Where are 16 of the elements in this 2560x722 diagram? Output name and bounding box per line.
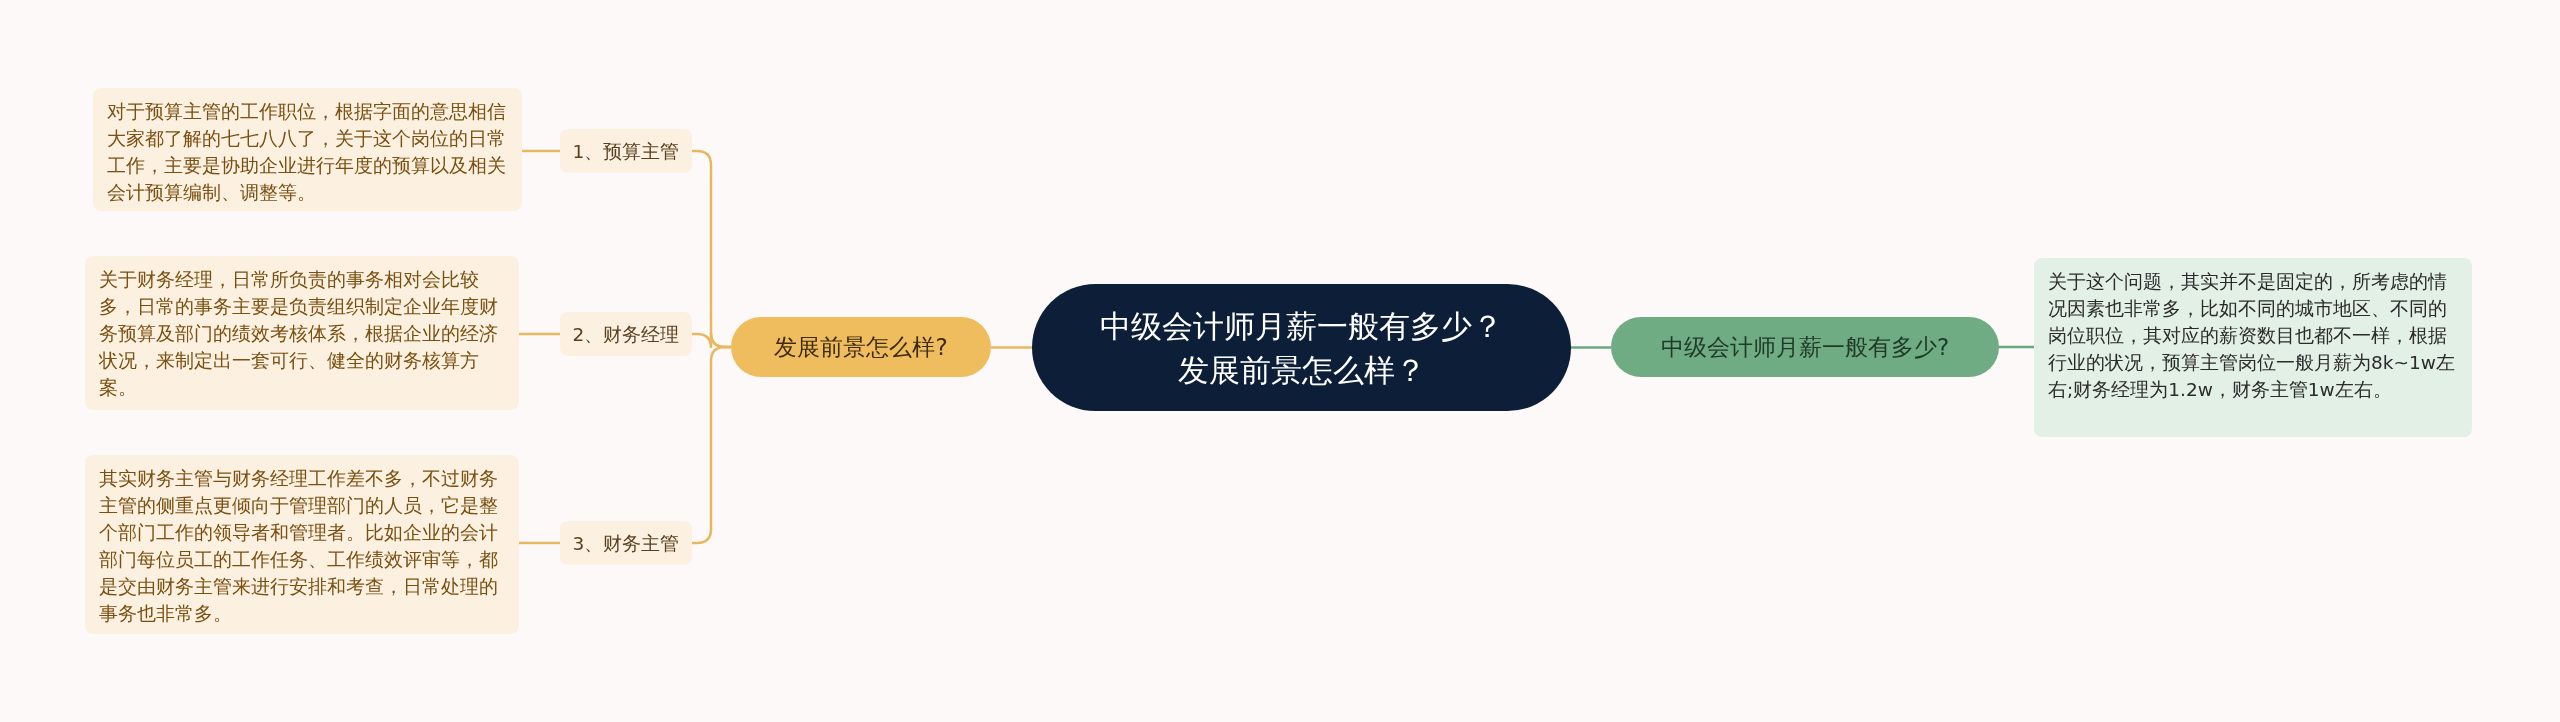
subtopic-box: 2、财务经理 [560, 312, 692, 356]
connector-line [991, 346, 1032, 349]
subtopic-box: 3、财务主管 [560, 521, 692, 565]
central-topic-box: 中级会计师月薪一般有多少？发展前景怎么样？ [1032, 284, 1571, 411]
note-box: 其实财务主管与财务经理工作差不多，不过财务主管的侧重点更倾向于管理部门的人员，它是整个部门工作的领导者和管理者。比如企业的会计部门每位员工的工作任务、工作绩效评审等，都是交由财务主管来进行安排和考查，日常处理的事务也非常多。 [85, 455, 519, 634]
note-box: 对于预算主管的工作职位，根据字面的意思相信大家都了解的七七八八了，关于这个岗位的日常工作，主要是协助企业进行年度的预算以及相关会计预算编制、调整等。 [93, 88, 522, 211]
connector-line [1571, 346, 1611, 349]
connector-line [1999, 345, 2034, 349]
connector-line [519, 541, 560, 545]
subtopic-box: 1、预算主管 [560, 129, 692, 173]
connector-line [519, 332, 560, 336]
topic-box: 中级会计师月薪一般有多少? [1611, 317, 1999, 377]
topic-box: 发展前景怎么样? [731, 317, 991, 377]
note-box: 关于财务经理，日常所负责的事务相对会比较多，日常的事务主要是负责组织制定企业年度财务预算及部门的绩效考核体系，根据企业的经济状况，来制定出一套可行、健全的财务核算方案。 [85, 256, 519, 410]
note-box: 关于这个问题，其实并不是固定的，所考虑的情况因素也非常多，比如不同的城市地区、不同的岗位职位，其对应的薪资数目也都不一样，根据行业的状况，预算主管岗位一般月薪为8k~1w左右;财务经理为1.2w，财务主管1w左右。 [2034, 258, 2472, 437]
connector-line [522, 149, 560, 153]
